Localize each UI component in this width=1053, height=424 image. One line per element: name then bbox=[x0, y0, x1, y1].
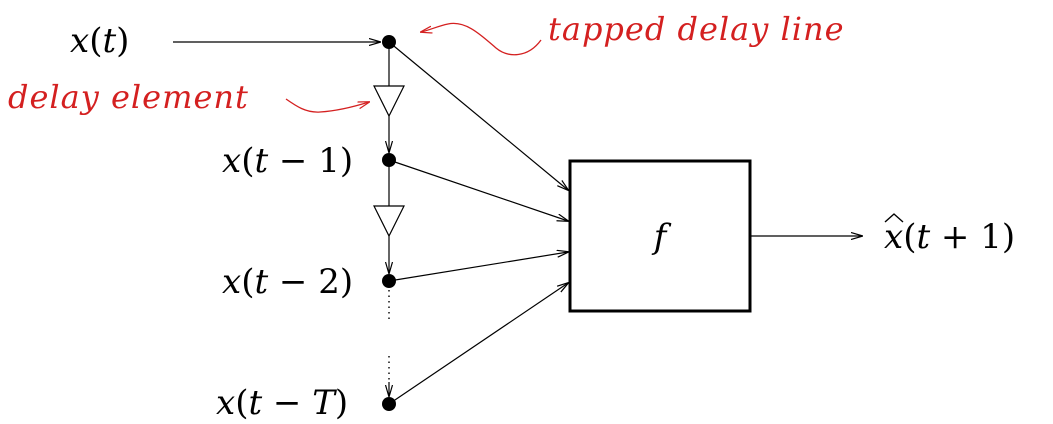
annotation-delay-element-pointer bbox=[285, 98, 369, 113]
delay-element-2 bbox=[373, 205, 405, 238]
tap-to-f-arrow-3 bbox=[388, 252, 568, 282]
input-label-x-t-2: x(t − 2) bbox=[222, 262, 353, 302]
annotation-tapped-delay-line: tapped delay line bbox=[548, 10, 845, 48]
tap-to-f-arrow-4 bbox=[388, 283, 568, 405]
function-box bbox=[568, 159, 752, 313]
delay-element-1 bbox=[373, 85, 405, 118]
tap-to-f-arrow-2 bbox=[388, 159, 568, 221]
tap-to-f-arrow-1 bbox=[388, 41, 568, 190]
output-hat-icon bbox=[884, 213, 904, 223]
input-label-x-t: x(t) bbox=[70, 21, 129, 61]
svg-text:x(t + 1): x(t + 1) bbox=[884, 217, 1015, 257]
annotation-delay-element: delay element bbox=[8, 78, 249, 116]
output-label: x(t + 1) bbox=[884, 213, 1015, 257]
annotation-tapped-delay-line-pointer bbox=[421, 22, 542, 56]
input-label-x-t-T: x(t − T) bbox=[216, 383, 348, 423]
input-label-x-t-1: x(t − 1) bbox=[222, 141, 353, 181]
